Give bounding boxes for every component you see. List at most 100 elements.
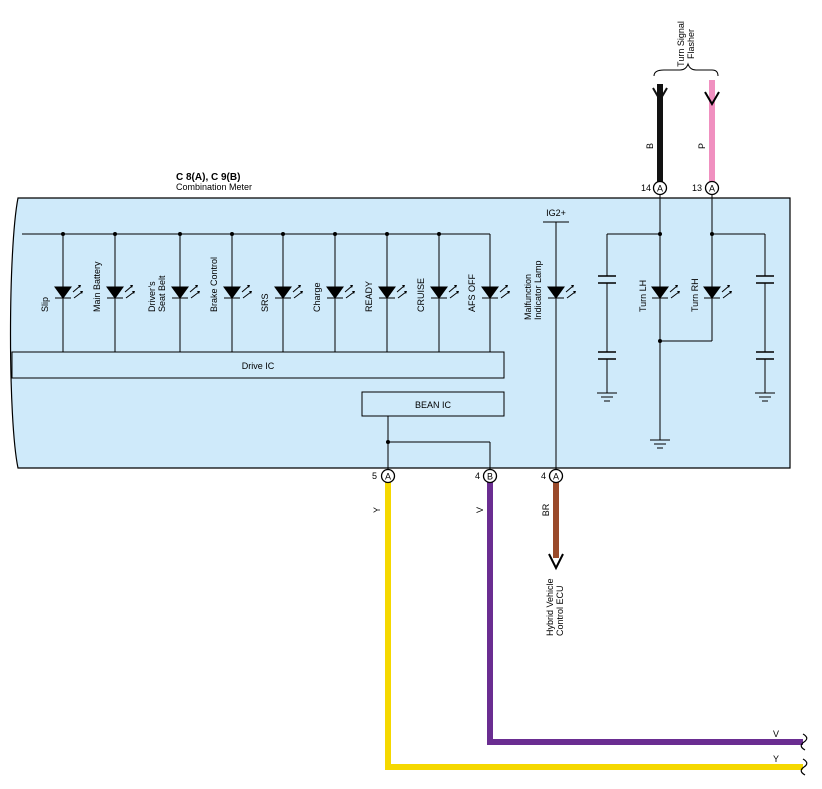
led-icon [106, 286, 124, 299]
indicator-junction [178, 232, 182, 236]
led-rays [448, 285, 459, 299]
indicator-label: Charge [312, 282, 322, 312]
component-name: Combination Meter [176, 182, 252, 192]
flasher-label-1: Turn Signal [676, 21, 686, 67]
led-ray-heads [505, 285, 510, 294]
drive-ic-label: Drive IC [242, 361, 275, 371]
break-mark-v [800, 733, 808, 751]
wire-b-color: B [645, 143, 655, 149]
wire-y [385, 482, 803, 770]
drive-ic-box [11, 351, 505, 379]
indicator-7: CRUISE [416, 232, 459, 352]
pin-4a-number: 4 [541, 471, 546, 481]
led-icon [274, 286, 292, 299]
indicator-junction [281, 232, 285, 236]
pin-4b-circle [482, 468, 498, 484]
wire-v [487, 482, 803, 745]
malfunction-led-rays [565, 285, 576, 299]
ground-icon [755, 392, 775, 402]
ground-icon [597, 392, 617, 402]
arrow-p [704, 91, 720, 106]
indicator-junction [385, 232, 389, 236]
right-wire-y-label: Y [773, 754, 779, 764]
connector-id: C 8(A), C 9(B) [176, 172, 240, 183]
indicator-5: Charge [312, 232, 355, 352]
indicator-label: CRUISE [416, 278, 426, 312]
indicator-8: AFS OFF [467, 234, 510, 352]
led-ray-heads [402, 285, 407, 294]
malfunction-led [547, 286, 565, 299]
pin-13-connector: A [709, 184, 715, 194]
led-icon [326, 286, 344, 299]
led-ray-heads [195, 285, 200, 294]
indicator-3: Brake Control [209, 232, 252, 352]
turn-signal-section: Turn LH Turn RH [597, 194, 775, 449]
indicator-junction [230, 232, 234, 236]
indicator-label: Slip [40, 297, 50, 312]
wire-p-color: P [697, 143, 707, 149]
pin-4a-connector: A [553, 472, 559, 482]
bean-ic-junction [386, 440, 390, 444]
arrow-br [548, 553, 564, 571]
malfunction-label-2: Indicator Lamp [533, 260, 543, 320]
led-rays [241, 285, 252, 299]
hv-ecu-label-1: Hybrid Vehicle [545, 578, 555, 636]
ground-icon [650, 439, 670, 449]
pin-13-number: 13 [692, 183, 702, 193]
indicator-label: READY [364, 281, 374, 312]
led-icon [430, 286, 448, 299]
led-ray-heads [247, 285, 252, 294]
bean-ic-label: BEAN IC [415, 400, 452, 410]
led-icon [54, 286, 72, 299]
flasher-label-2: Flasher [686, 29, 696, 59]
led-rays [344, 285, 355, 299]
right-wire-v-label: V [773, 729, 779, 739]
ig2-label: IG2+ [546, 208, 566, 218]
flasher-bracket [653, 62, 719, 77]
led-ray-heads [130, 285, 135, 294]
turn-rh-label: Turn RH [690, 278, 700, 312]
indicator-junction [437, 232, 441, 236]
indicator-0: Slip [40, 232, 83, 352]
indicator-label: Main Battery [92, 261, 102, 312]
led-icon [171, 286, 189, 299]
wire-v-color: V [475, 507, 485, 513]
turn-lh-led [651, 286, 669, 299]
indicator-label: Driver’s [147, 281, 157, 312]
indicator-4: SRS [260, 232, 303, 352]
led-rays [189, 285, 200, 299]
led-ray-heads [350, 285, 355, 294]
indicator-1: Main Battery [92, 232, 135, 352]
pin-14-connector: A [657, 184, 663, 194]
malfunction-label-1: Malfunction [523, 274, 533, 320]
indicator-label: Brake Control [209, 257, 219, 312]
led-rays [499, 285, 510, 299]
led-icon [223, 286, 241, 299]
break-mark-y [800, 758, 808, 776]
led-rays [124, 285, 135, 299]
led-rays [72, 285, 83, 299]
turn-signal-flasher: Turn Signal Flasher [653, 21, 719, 77]
indicator-label: SRS [260, 293, 270, 312]
led-rays [396, 285, 407, 299]
turn-lh-label: Turn LH [638, 280, 648, 312]
led-ray-heads [298, 285, 303, 294]
led-rays [292, 285, 303, 299]
pin-4b-number: 4 [475, 471, 480, 481]
pin-4b-connector: B [487, 472, 493, 482]
led-icon [481, 286, 499, 299]
wire-y-color: Y [372, 507, 382, 513]
indicator-label: Seat Belt [157, 275, 167, 312]
bean-ic-box [361, 391, 505, 417]
indicator-label: AFS OFF [467, 273, 477, 312]
malfunction-indicator: IG2+ Malfunction Indicator Lamp [523, 208, 576, 472]
pin-5a-number: 5 [372, 471, 377, 481]
combination-meter-body [9, 197, 791, 469]
wire-br-color: BR [541, 503, 551, 516]
led-ray-heads [454, 285, 459, 294]
pin-14-number: 14 [641, 183, 651, 193]
indicator-junction [61, 232, 65, 236]
